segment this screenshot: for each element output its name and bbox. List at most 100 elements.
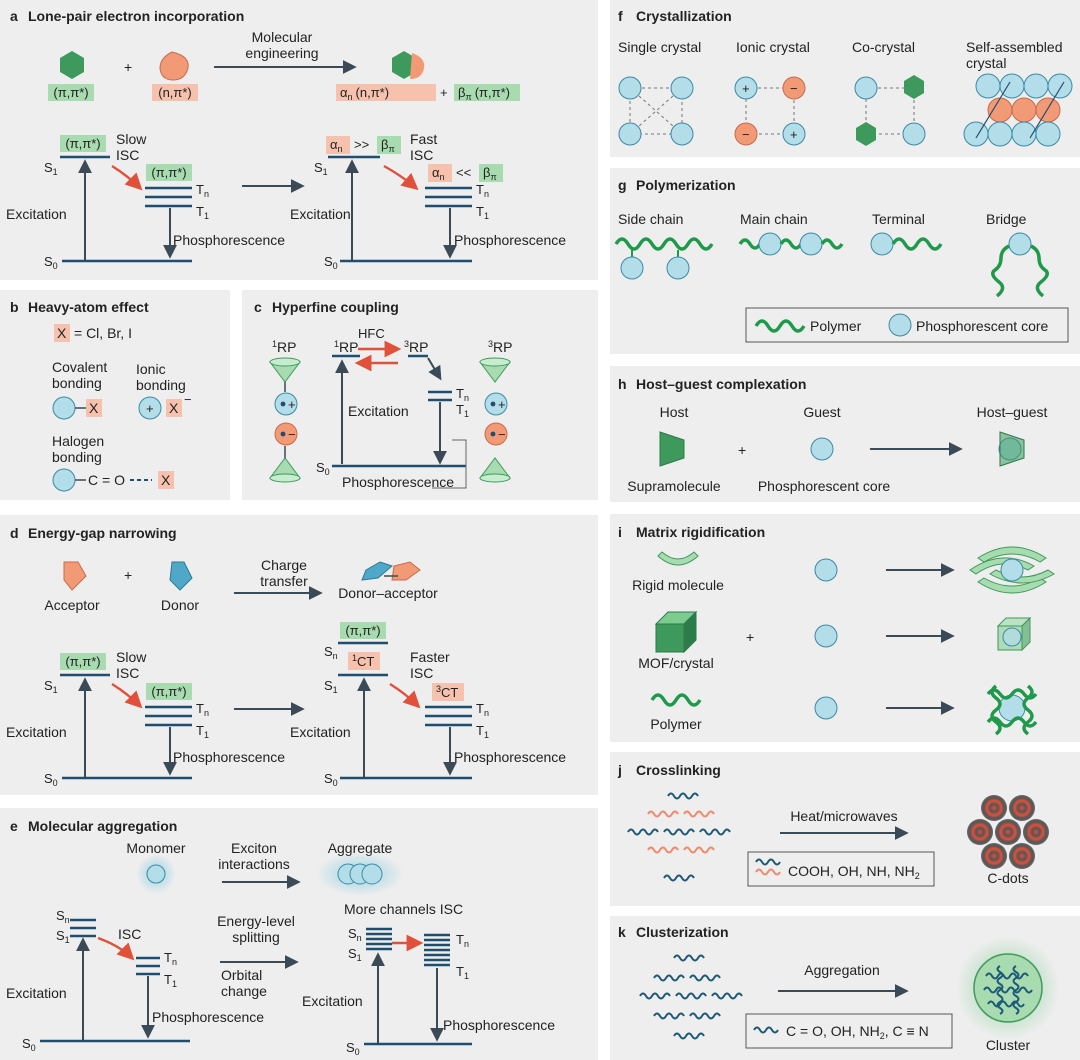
plus-charge: + xyxy=(146,401,154,416)
single-crystal-label: Single crystal xyxy=(618,39,701,55)
donor-label: Donor xyxy=(161,597,199,613)
panel-b-content: b Heavy-atom effect X = Cl, Br, I Covale… xyxy=(10,299,192,492)
crosslink-waves xyxy=(627,792,731,882)
cdots-label: C-dots xyxy=(987,870,1028,886)
panel-g-letter: g xyxy=(618,177,627,193)
x-label: X xyxy=(161,472,171,488)
panel-c-letter: c xyxy=(254,299,262,315)
s1-label: S1 xyxy=(44,678,58,695)
phos-label: Phosphorescence xyxy=(454,232,566,248)
polymer-wave xyxy=(650,693,702,707)
excitation-label: Excitation xyxy=(290,724,351,740)
much-less: << xyxy=(456,165,471,180)
plus-sign: + xyxy=(124,59,132,75)
t-label-box xyxy=(146,164,192,181)
mixed-plus: + xyxy=(440,85,448,100)
tn-label: Tn xyxy=(456,386,469,403)
jablonski-e-left: Sn S1 ISC Tn T1 Excitation Phosphorescen… xyxy=(6,908,264,1053)
isc-arrow xyxy=(111,164,143,191)
s0-label: S0 xyxy=(44,771,58,788)
npi-label: (n,π*) xyxy=(158,85,192,100)
donor-shape xyxy=(169,561,193,591)
bridge-label: Bridge xyxy=(986,211,1027,227)
tn-label: Tn xyxy=(476,701,489,718)
exciton-line1: Exciton xyxy=(231,840,277,856)
plus-sign: + xyxy=(124,567,132,583)
panel-e xyxy=(0,808,598,1060)
panel-j-letter: j xyxy=(617,762,622,778)
phos-label: Phosphorescence xyxy=(173,232,285,248)
plus-sign: + xyxy=(746,629,754,645)
radical-cation xyxy=(274,392,298,416)
npi-label-box xyxy=(152,84,198,101)
self-assembled-line2: crystal xyxy=(966,55,1006,71)
radical-anion xyxy=(274,422,298,446)
panel-h-content: h Host–guest complexation Host Guest Hos… xyxy=(618,376,1048,494)
excitation-label: Excitation xyxy=(6,724,67,740)
panel-e-title: Molecular aggregation xyxy=(28,818,177,834)
halogen-line2: bonding xyxy=(52,449,102,465)
carbonyl-label: C = O xyxy=(88,472,125,488)
acceptor-shape xyxy=(63,561,87,591)
panel-j-title: Crosslinking xyxy=(636,762,721,778)
tn-label: Tn xyxy=(476,182,489,199)
beta-label: βπ xyxy=(381,137,395,154)
phos-core-label: Phosphorescent core xyxy=(758,478,891,494)
s0-label: S0 xyxy=(346,1040,360,1057)
sn-label: Sn xyxy=(324,644,338,661)
legend-core-label: Phosphorescent core xyxy=(916,318,1049,334)
legend-wave-dark xyxy=(755,858,781,866)
main-chain-label: Main chain xyxy=(740,211,808,227)
cone-rim xyxy=(479,473,511,483)
orbital-line2: change xyxy=(221,983,267,999)
mixed-beta-box xyxy=(454,84,520,101)
isc-text: ISC xyxy=(410,147,433,163)
tn-label: Tn xyxy=(164,950,177,967)
t-label-box xyxy=(146,683,192,700)
pipi-label-box xyxy=(48,84,94,101)
cone-rim xyxy=(479,357,511,367)
co-crystal-label: Co-crystal xyxy=(852,39,915,55)
ct1-box xyxy=(348,652,380,670)
panel-b-title: Heavy-atom effect xyxy=(28,299,149,315)
host-shape xyxy=(659,431,685,467)
excitation-label: Excitation xyxy=(348,403,409,419)
excitation-label: Excitation xyxy=(6,206,67,222)
panel-k-letter: k xyxy=(618,924,626,940)
sn-label: Sn xyxy=(56,908,70,925)
panel-b xyxy=(0,290,230,500)
self-assembled-line1: Self-assembled xyxy=(966,39,1063,55)
tn-label: Tn xyxy=(196,182,209,199)
single-crystal-lattice xyxy=(618,76,694,146)
x-box xyxy=(86,399,102,417)
core-circle xyxy=(52,396,76,420)
bridge-diagram xyxy=(991,232,1049,298)
electron-dot xyxy=(490,401,496,407)
host-label: Host xyxy=(660,404,689,420)
ionic-crystal-lattice xyxy=(734,76,806,146)
legend-wave-dark xyxy=(753,1026,779,1034)
panel-f-letter: f xyxy=(618,8,623,24)
ionic-crystal-label: Ionic crystal xyxy=(736,39,810,55)
isc-text: ISC xyxy=(410,665,433,681)
hg-host-shape xyxy=(999,431,1025,467)
polymer-result xyxy=(986,684,1038,736)
ct1-label: 1CT xyxy=(352,653,374,669)
ct-line1: Charge xyxy=(261,557,307,573)
tn-label: Tn xyxy=(456,932,469,949)
legend-wave-salmon xyxy=(755,868,781,876)
aggregate-label: Aggregate xyxy=(328,840,393,856)
isc-speed: Slow xyxy=(116,649,147,665)
panel-c-content: c Hyperfine coupling 1RP + − 1RP HFC 3RP… xyxy=(254,299,512,490)
rigid-molecule-arc xyxy=(657,551,699,566)
plus-sign: + xyxy=(738,442,746,458)
j-legend-box xyxy=(747,851,935,887)
t-state-label: (π,π*) xyxy=(151,165,186,180)
phos-label: Phosphorescence xyxy=(173,749,285,765)
pipi-label: (π,π*) xyxy=(53,85,88,100)
panel-f-title: Crystallization xyxy=(636,8,732,24)
plus-charge: + xyxy=(288,397,296,412)
hybrid-drop xyxy=(410,53,425,79)
phos-label: Phosphorescence xyxy=(443,1017,555,1033)
radical-cation xyxy=(484,392,508,416)
